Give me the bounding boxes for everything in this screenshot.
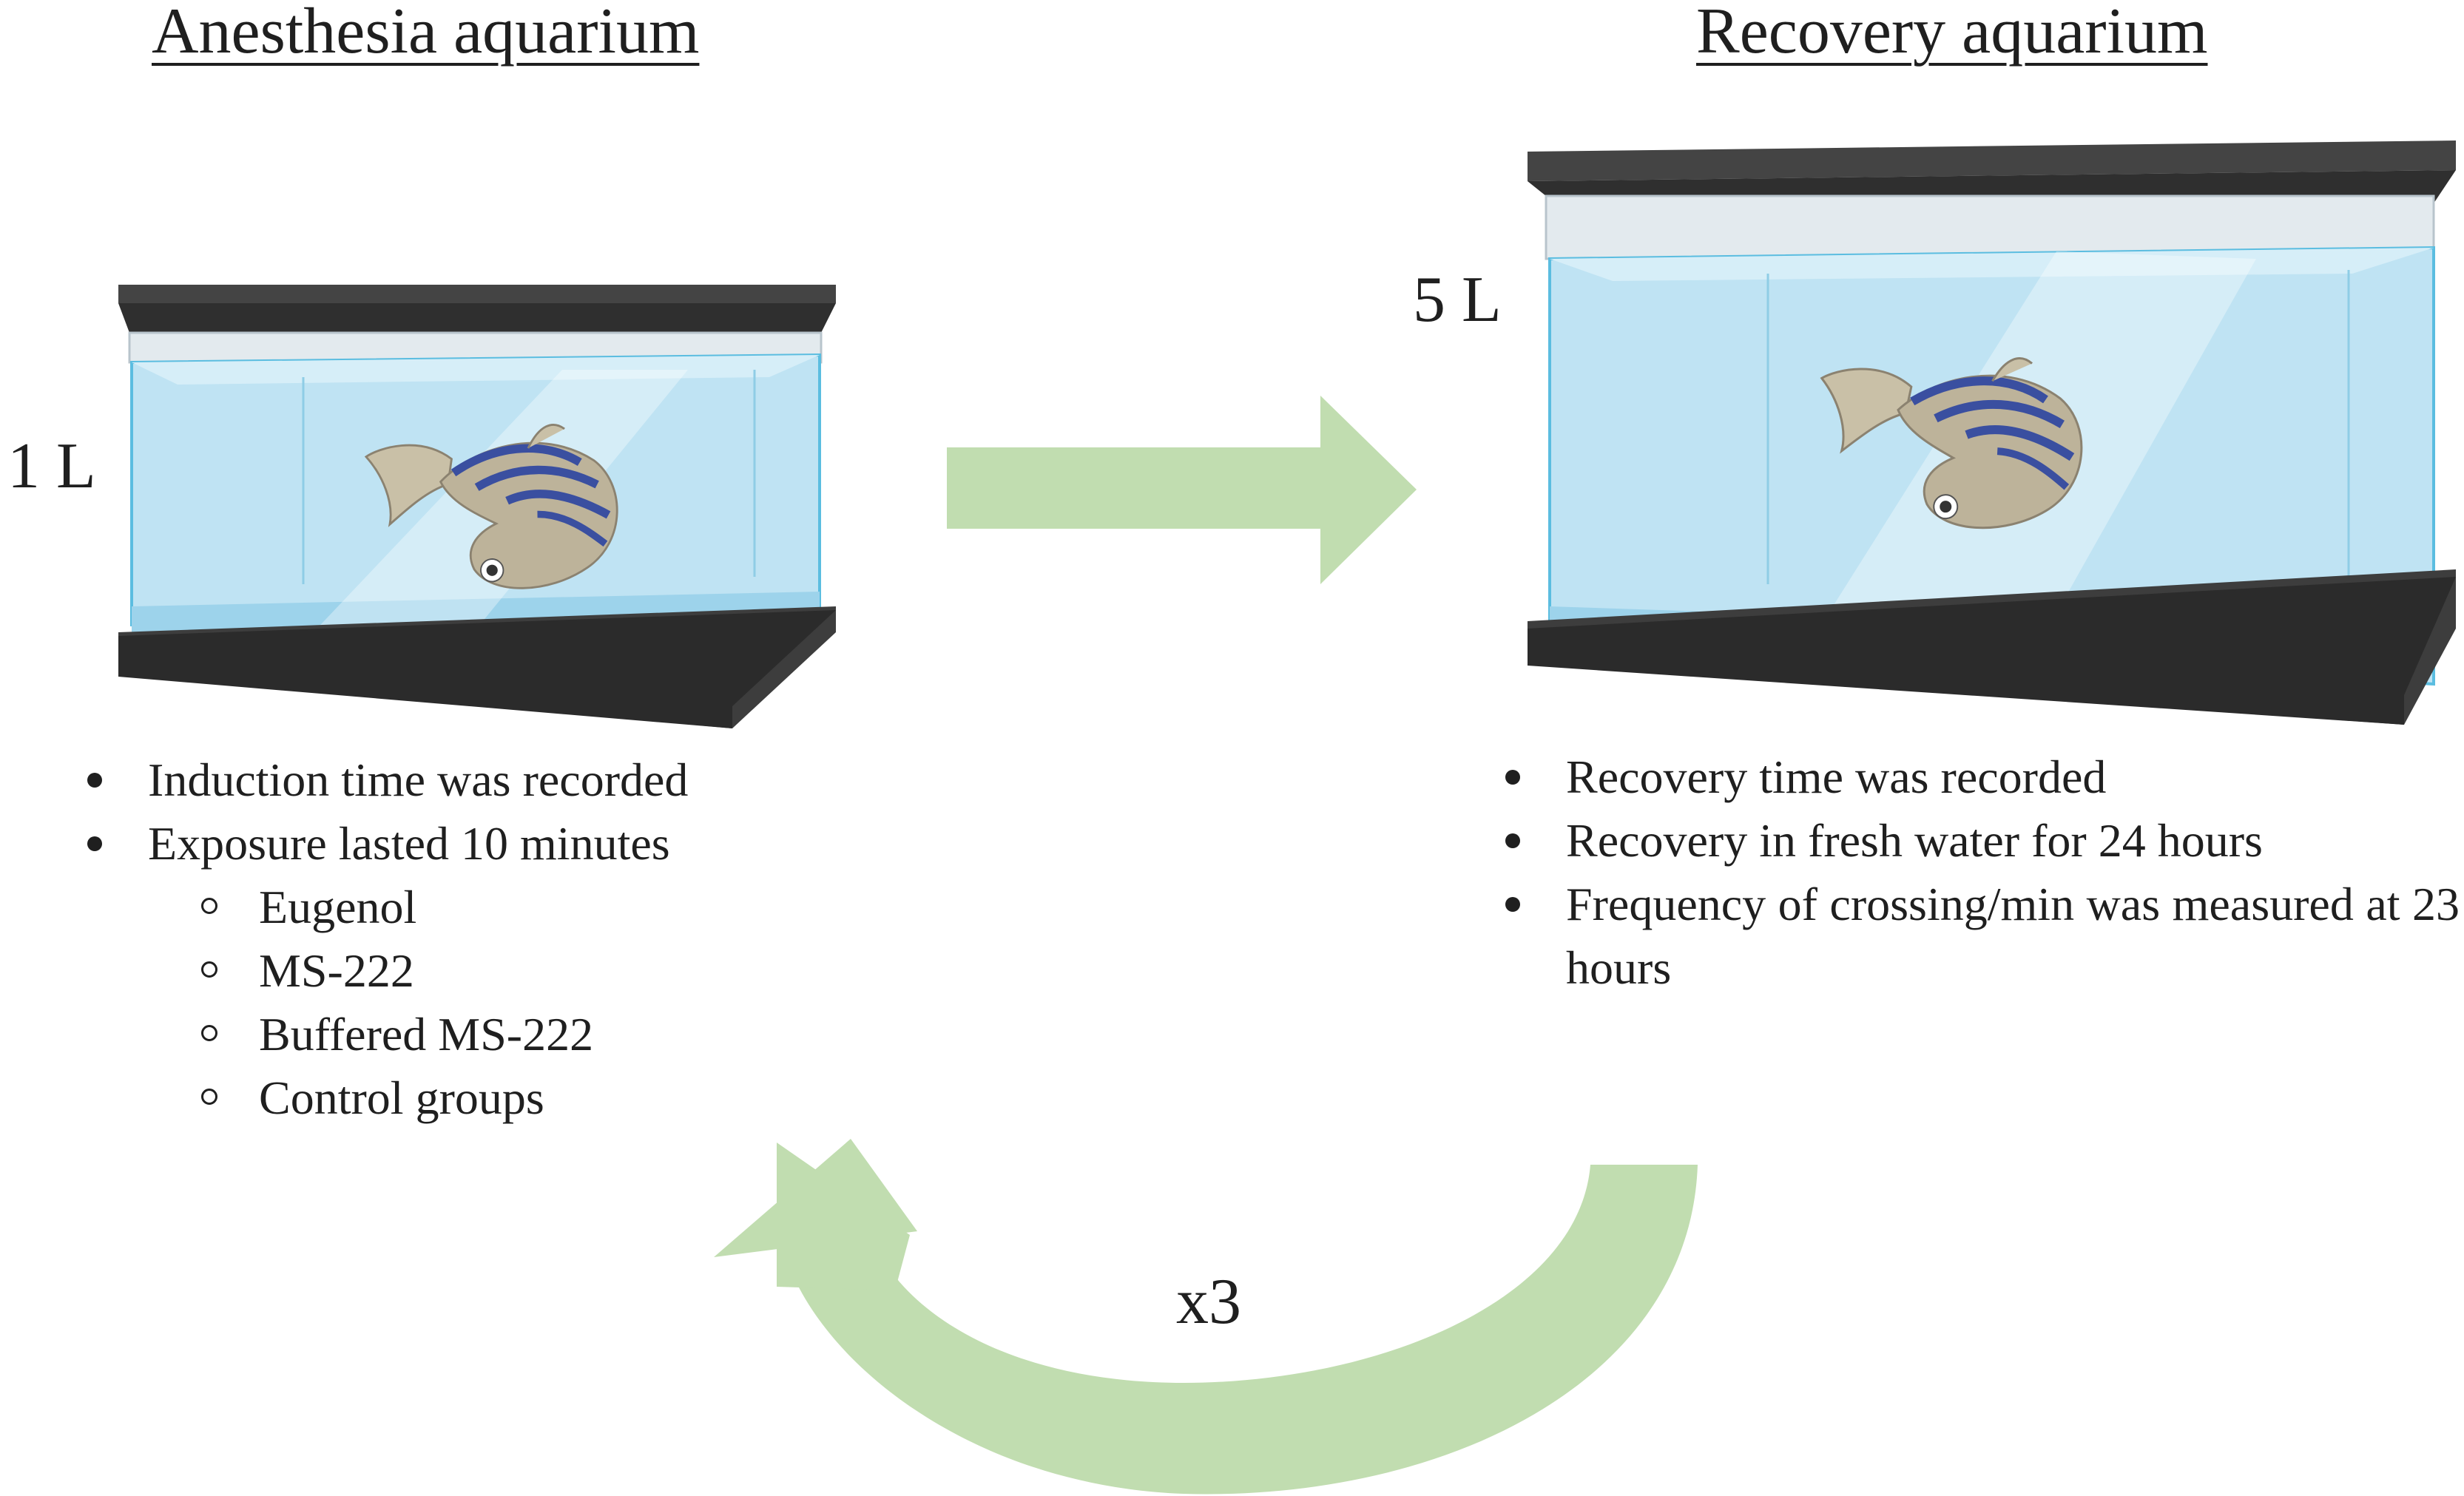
- group-item: Buffered MS-222: [148, 1003, 827, 1066]
- group-item: Eugenol: [148, 876, 827, 939]
- arrow-right-icon: [947, 396, 1417, 584]
- list-item: Frequency of crossing/min was measured a…: [1505, 873, 2460, 1000]
- list-item: Induction time was recorded: [87, 748, 827, 812]
- anesthesia-notes: Induction time was recorded Exposure las…: [87, 748, 827, 1130]
- list-item-text: Exposure lasted 10 minutes: [148, 817, 670, 870]
- anesthesia-aquarium-icon: [118, 285, 836, 728]
- list-item: Recovery time was recorded: [1505, 745, 2460, 809]
- recovery-notes: Recovery time was recorded Recovery in f…: [1505, 745, 2460, 1000]
- group-item: MS-222: [148, 939, 827, 1003]
- anesthesia-title: Anesthesia aquarium: [152, 0, 700, 67]
- anesthesia-volume: 1 L: [7, 430, 96, 502]
- cycle-arrow-icon: [714, 1139, 1698, 1495]
- group-item: Control groups: [148, 1066, 827, 1130]
- list-item: Exposure lasted 10 minutes Eugenol MS-22…: [87, 812, 827, 1130]
- repeat-count-label: x3: [1176, 1266, 1241, 1338]
- recovery-title: Recovery aquarium: [1696, 0, 2208, 67]
- recovery-aquarium-icon: [1528, 141, 2456, 725]
- list-item: Recovery in fresh water for 24 hours: [1505, 809, 2460, 873]
- recovery-volume: 5 L: [1413, 264, 1502, 336]
